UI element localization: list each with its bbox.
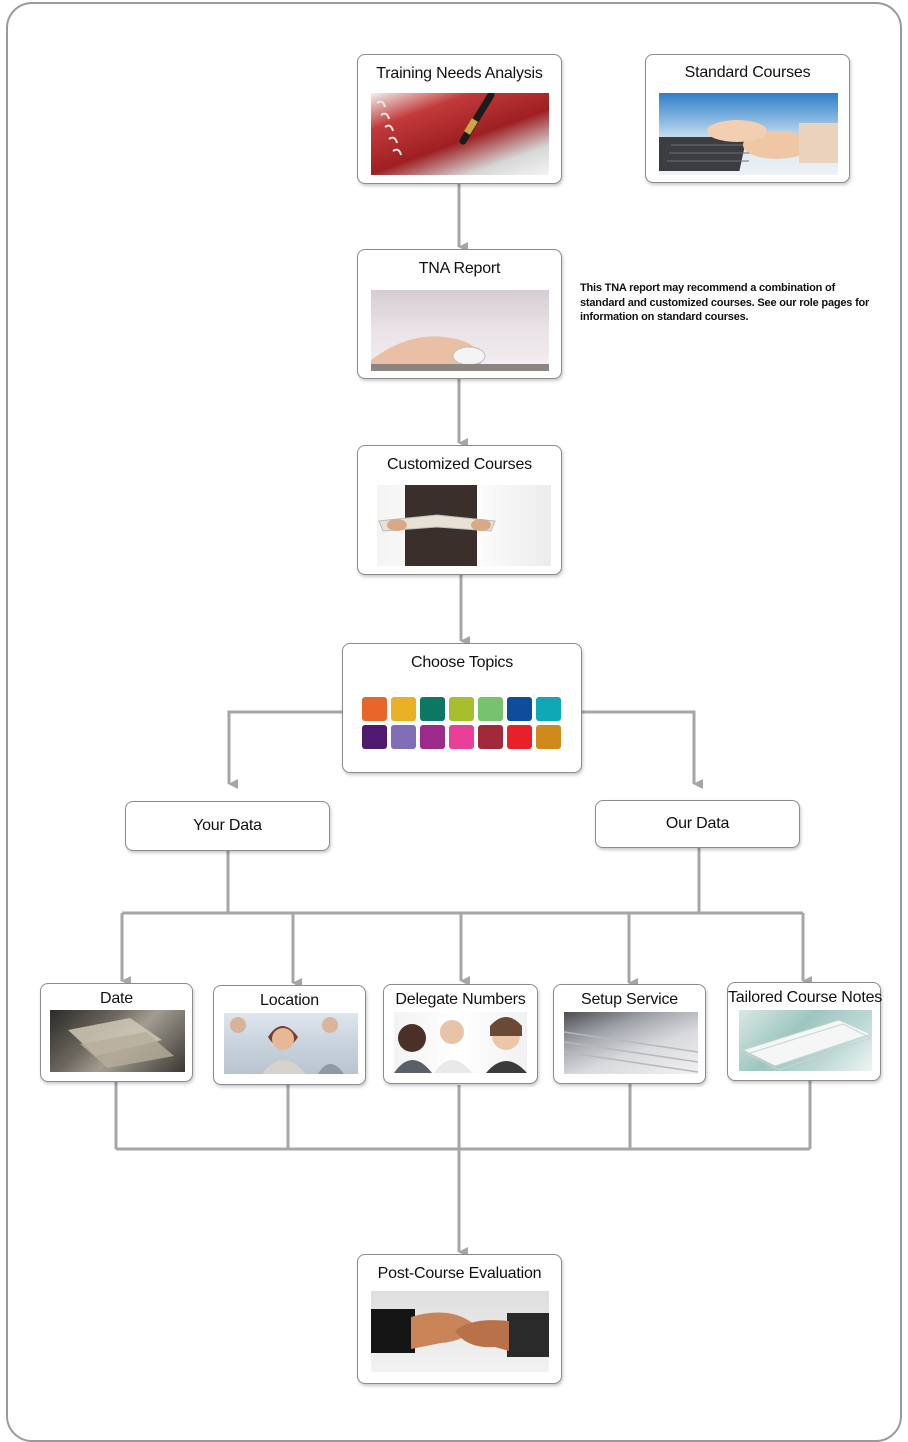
- node-post-course-evaluation: Post-Course Evaluation: [357, 1254, 562, 1384]
- topic-swatch[interactable]: [362, 725, 387, 749]
- topic-swatch[interactable]: [420, 725, 445, 749]
- keyboard-typing-photo: [659, 93, 838, 175]
- topic-swatch[interactable]: [478, 725, 503, 749]
- topic-swatch[interactable]: [420, 697, 445, 721]
- node-title: Date: [100, 990, 133, 1007]
- node-title: Setup Service: [580, 991, 678, 1008]
- topic-swatch[interactable]: [391, 725, 416, 749]
- node-tna-report: TNA Report: [357, 249, 562, 379]
- topic-swatch[interactable]: [391, 697, 416, 721]
- node-title: Tailored Course Notes: [728, 989, 883, 1006]
- node-customized-courses: Customized Courses: [357, 445, 562, 575]
- people-faces-photo: [394, 1012, 527, 1073]
- arrow-topics-to-our-data: [582, 710, 703, 789]
- node-tailored-course-notes: Tailored Course Notes: [727, 982, 883, 1081]
- topic-swatch[interactable]: [507, 725, 532, 749]
- node-title: Standard Courses: [684, 64, 811, 81]
- node-title: TNA Report: [418, 260, 501, 277]
- topic-swatch[interactable]: [507, 697, 532, 721]
- node-title: Delegate Numbers: [395, 991, 526, 1008]
- node-title: Customized Courses: [387, 456, 532, 473]
- topic-swatch[interactable]: [449, 697, 474, 721]
- topic-swatches: [362, 697, 562, 749]
- notebook-pen-photo: [371, 93, 549, 175]
- laptop-keyboard-photo: [564, 1012, 698, 1074]
- topic-swatch[interactable]: [536, 697, 561, 721]
- tna-report-note: This TNA report may recommend a combinat…: [580, 282, 870, 323]
- node-location: Location: [213, 985, 366, 1085]
- node-our-data: Our Data: [595, 800, 800, 848]
- topic-swatch[interactable]: [478, 697, 503, 721]
- node-title: Choose Topics: [410, 654, 514, 671]
- node-title: Our Data: [665, 815, 730, 832]
- topic-swatch[interactable]: [362, 697, 387, 721]
- node-title: Post-Course Evaluation: [377, 1265, 542, 1282]
- topic-swatch[interactable]: [449, 725, 474, 749]
- document-stack-photo: [739, 1010, 872, 1071]
- handshake-photo: [371, 1291, 549, 1372]
- node-training-needs-analysis: Training Needs Analysis: [357, 54, 562, 184]
- node-title: Location: [260, 992, 319, 1009]
- node-your-data: Your Data: [125, 801, 330, 851]
- person-reading-photo: [377, 485, 551, 566]
- arrow-topics-to-your-data: [227, 710, 342, 789]
- node-title: Your Data: [193, 817, 262, 834]
- audience-photo: [224, 1013, 358, 1074]
- hand-mouse-photo: [371, 290, 549, 371]
- topic-swatch[interactable]: [536, 725, 561, 749]
- calendar-pages-photo: [50, 1010, 185, 1072]
- node-delegate-numbers: Delegate Numbers: [383, 984, 538, 1084]
- node-title: Training Needs Analysis: [376, 65, 543, 82]
- node-date: Date: [40, 983, 193, 1082]
- node-standard-courses: Standard Courses: [645, 54, 850, 183]
- node-setup-service: Setup Service: [553, 984, 706, 1084]
